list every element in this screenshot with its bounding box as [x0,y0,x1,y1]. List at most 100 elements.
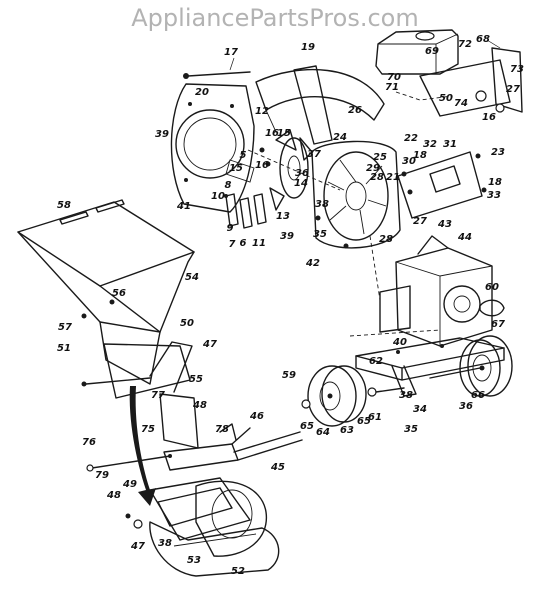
part-callout-68: 68 [476,34,490,45]
impeller-hub [247,129,341,211]
part-callout-16: 16 [482,112,496,123]
part-callout-35: 35 [404,424,418,435]
hopper-54 [17,199,195,385]
part-callout-24: 24 [333,132,347,143]
part-callout-12: 12 [255,106,269,117]
part-callout-6: 6 [240,238,247,249]
part-callout-15: 15 [229,163,243,174]
part-callout-35: 35 [313,229,327,240]
discharge-housing-52 [125,477,280,577]
shaft-45 [163,423,303,471]
part-callout-62: 62 [369,356,383,367]
flail-brackets [225,159,267,229]
part-callout-66: 66 [471,390,485,401]
part-callout-71: 71 [385,82,399,93]
part-callout-64: 64 [316,427,330,438]
part-callout-23: 23 [491,147,505,158]
left-wheel-64 [301,365,405,427]
part-callout-5: 5 [240,150,247,161]
part-callout-56: 56 [112,288,126,299]
part-callout-53: 53 [187,555,201,566]
part-callout-75: 75 [141,424,155,435]
part-callout-65: 65 [300,421,314,432]
part-callout-28: 28 [370,172,384,183]
part-callout-72: 72 [458,39,472,50]
part-callout-22: 22 [404,133,418,144]
part-callout-13: 13 [276,211,290,222]
fuel-tank-assembly [375,29,523,117]
part-callout-18: 18 [413,150,427,161]
watermark: AppliancePartsPros.com [131,4,418,32]
part-callout-20: 20 [195,87,209,98]
part-callout-41: 41 [176,201,191,212]
part-callout-18: 18 [488,177,502,188]
part-callout-17: 17 [224,47,238,58]
part-callout-32: 32 [423,139,437,150]
blower-cover-26 [255,65,385,145]
part-callout-19: 19 [301,42,315,53]
part-callout-38: 38 [315,199,329,210]
part-callout-63: 63 [340,425,354,436]
part-callout-77: 77 [151,390,165,401]
part-callout-45: 45 [270,462,285,473]
part-callout-73: 73 [510,64,524,75]
part-callout-38: 38 [399,390,413,401]
part-callout-47: 47 [130,541,145,552]
part-callout-27: 27 [413,216,427,227]
part-callout-67: 67 [491,319,505,330]
part-callout-36: 36 [459,401,473,412]
part-callout-26: 26 [348,105,362,116]
part-callout-46: 46 [249,411,264,422]
part-callout-33: 33 [487,190,501,201]
part-callout-52: 52 [231,566,245,577]
part-callout-36: 36 [295,168,309,179]
guard-plate-31 [397,151,487,219]
chute-mount-55 [81,341,199,506]
part-callout-39: 39 [280,231,294,242]
part-callout-50: 50 [180,318,194,329]
part-callout-59: 59 [282,370,296,381]
part-callout-11: 11 [252,238,266,249]
rotor-housing-42 [311,140,401,249]
part-callout-34: 34 [413,404,427,415]
part-callout-8: 8 [225,180,232,191]
part-callout-40: 40 [392,337,407,348]
long-bolt-20 [183,57,251,79]
engine-43 [369,235,505,347]
part-callout-51: 51 [57,343,71,354]
part-callout-30: 30 [402,156,416,167]
rod-76 [86,454,172,472]
part-callout-37: 37 [307,149,321,160]
part-callout-29: 29 [366,163,380,174]
part-callout-48: 48 [192,400,207,411]
part-callout-60: 60 [485,282,499,293]
part-callout-16: 16 [265,128,279,139]
part-callout-55: 55 [189,374,203,385]
part-callout-44: 44 [457,232,472,243]
right-wheel-66 [429,335,513,397]
part-callout-54: 54 [185,272,199,283]
part-callout-70: 70 [387,72,401,83]
part-callout-27: 27 [506,84,520,95]
part-callout-28: 28 [379,234,393,245]
part-callout-25: 25 [373,152,387,163]
part-callout-65: 65 [357,416,371,427]
mounting-frame-62 [349,329,505,397]
part-callout-79: 79 [95,470,109,481]
part-callout-15: 15 [277,128,291,139]
part-callout-61: 61 [368,412,382,423]
part-callout-9: 9 [227,223,234,234]
part-callout-57: 57 [58,322,72,333]
blower-housing-41 [170,83,255,213]
part-callout-38: 38 [158,538,172,549]
part-callout-78: 78 [215,424,229,435]
part-callout-74: 74 [454,98,468,109]
part-callout-14: 14 [294,178,308,189]
part-callout-39: 39 [155,129,169,140]
part-callout-21: 21 [386,172,400,183]
part-callout-58: 58 [57,200,71,211]
part-callout-7: 7 [229,239,236,250]
part-callout-10: 10 [211,191,225,202]
part-callout-76: 76 [82,437,96,448]
